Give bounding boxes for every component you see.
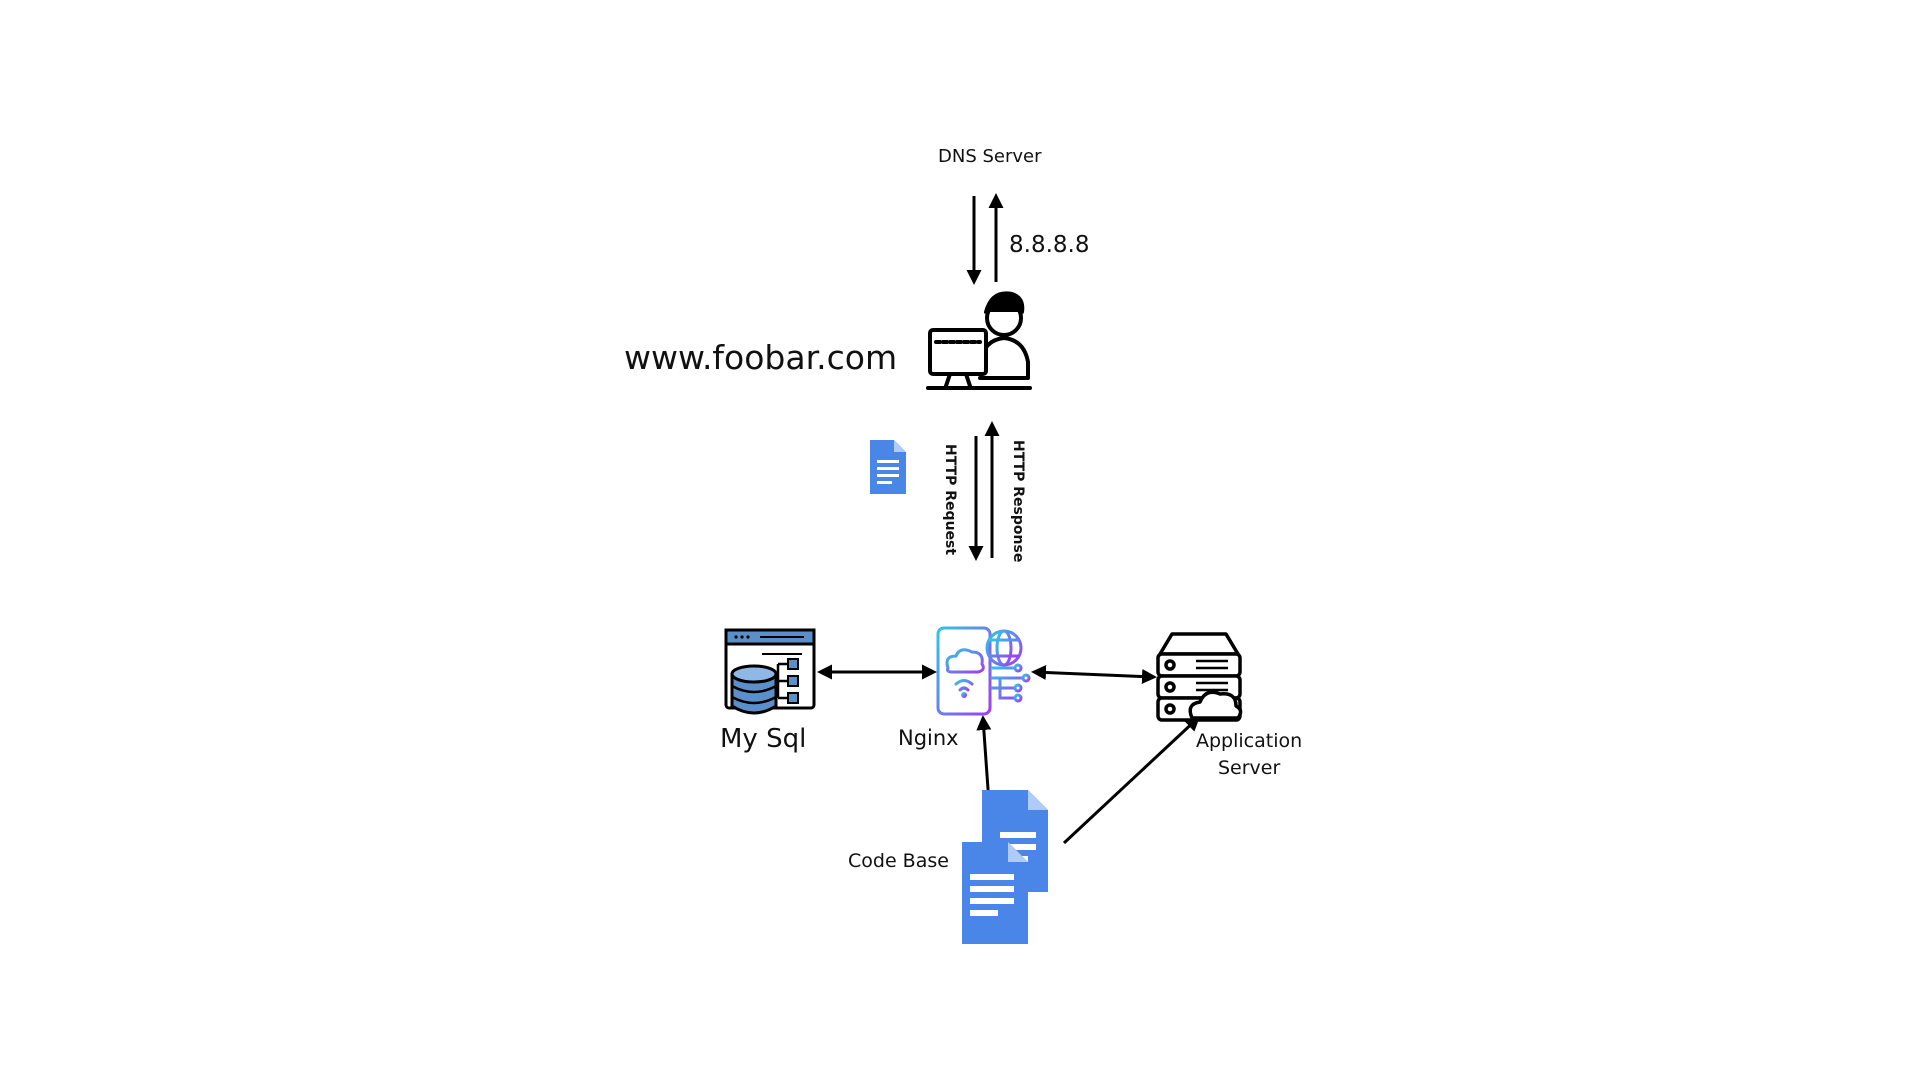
nginx-cloud-phone-icon [936,626,1031,716]
nginx-label: Nginx [898,726,959,750]
code-base-documents-icon [962,790,1048,944]
document-icon [870,440,906,494]
database-icon [724,628,816,715]
code-base-label: Code Base [848,850,949,872]
http-response-label: HTTP Response [1010,440,1026,563]
app-server-label-line2: Server [1218,757,1281,779]
http-request-label: HTTP Request [942,444,958,556]
dns-server-label: DNS Server [938,146,1042,167]
codebase-appserver-arrow [1062,715,1201,845]
user-at-computer-icon [926,291,1032,390]
mysql-label: My Sql [720,724,807,754]
app-server-label-line1: Application [1196,730,1303,752]
server-cloud-icon [1156,632,1243,722]
dns-ip-label: 8.8.8.8 [1009,232,1090,258]
nginx-appserver-arrow [1031,665,1157,684]
domain-label: www.foobar.com [624,338,898,377]
